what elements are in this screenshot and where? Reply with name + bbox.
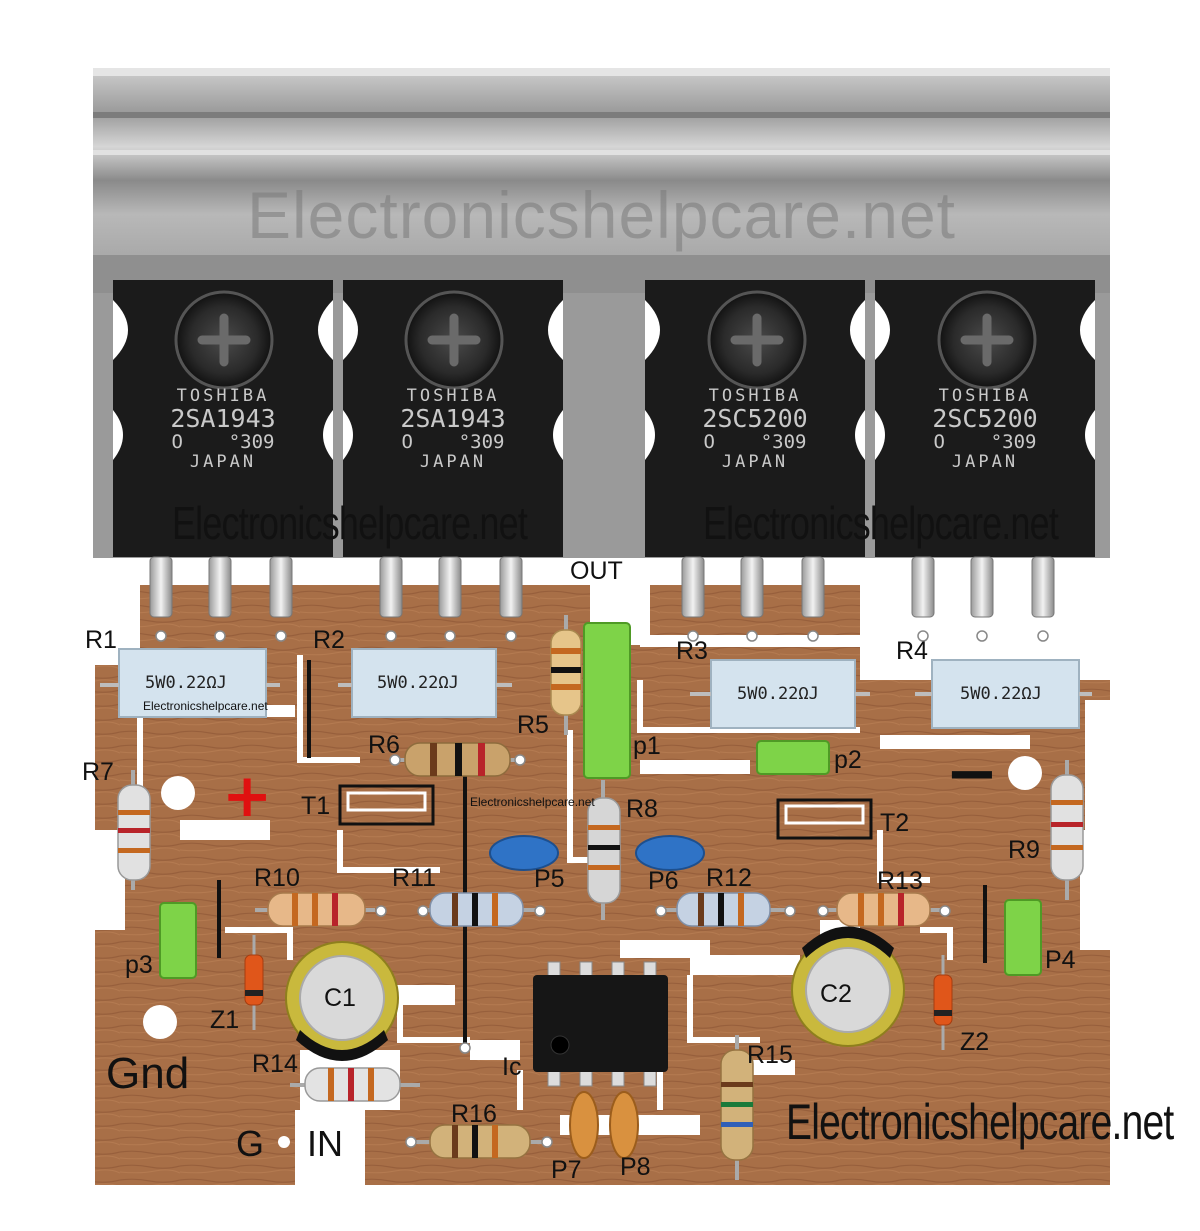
- plus-symbol: +: [222, 761, 273, 831]
- r4-marking: 5W0.22ΩJ: [960, 684, 1042, 704]
- label-r2: R2: [313, 626, 345, 654]
- label-gnd: Gnd: [106, 1049, 190, 1098]
- label-r14: R14: [252, 1050, 298, 1078]
- power-resistors: [100, 648, 1092, 729]
- label-r8: R8: [626, 795, 658, 823]
- label-p2: p2: [834, 746, 862, 774]
- label-p4: P4: [1045, 946, 1076, 974]
- label-r12: R12: [706, 864, 752, 892]
- label-z2: Z2: [960, 1028, 990, 1056]
- label-r4: R4: [896, 637, 928, 665]
- label-r1: R1: [85, 626, 117, 654]
- label-p3: p3: [125, 951, 153, 979]
- transistor-left-watermark: Electronicshelpcare.net: [172, 497, 528, 549]
- orange-capacitors: [569, 1091, 639, 1159]
- label-r7: R7: [82, 758, 114, 786]
- electrolytic-capacitors: [285, 926, 905, 1061]
- r1-marking: 5W0.22ΩJ: [145, 673, 227, 693]
- heatsink-watermark: Electronicshelpcare.net: [246, 178, 957, 252]
- label-r10: R10: [254, 864, 300, 892]
- r2-marking: 5W0.22ΩJ: [377, 673, 459, 693]
- transistor-q2-marking: TOSHIBA 2SA1943 O °309 JAPAN: [400, 386, 506, 472]
- label-r6: R6: [368, 731, 400, 759]
- label-in: IN: [307, 1123, 343, 1164]
- label-r3: R3: [676, 637, 708, 665]
- r3-marking: 5W0.22ΩJ: [737, 684, 819, 704]
- transistor-pins: [149, 556, 1055, 618]
- label-p5: P5: [534, 865, 565, 893]
- label-r5: R5: [517, 711, 549, 739]
- minus-symbol: −: [945, 737, 999, 811]
- zener-diodes: [244, 935, 953, 1050]
- center-watermark: Electronicshelpcare.net: [470, 795, 595, 809]
- mounting-holes: [143, 593, 1042, 1148]
- label-r15: R15: [747, 1041, 793, 1069]
- screws: [174, 290, 1037, 390]
- label-t1: T1: [301, 792, 331, 820]
- label-ic: Ic: [502, 1053, 522, 1081]
- transistor-right-watermark: Electronicshelpcare.net: [703, 497, 1059, 549]
- label-r13: R13: [877, 867, 923, 895]
- transistor-q3-marking: TOSHIBA 2SC5200 O °309 JAPAN: [702, 386, 808, 472]
- label-r16: R16: [451, 1100, 497, 1128]
- label-p6: P6: [648, 867, 679, 895]
- label-r11: R11: [392, 864, 437, 892]
- label-c1: C1: [324, 984, 356, 1012]
- label-g: G: [236, 1123, 265, 1164]
- label-p1: p1: [633, 732, 661, 760]
- green-components: [159, 622, 1042, 979]
- r1-watermark: Electronicshelpcare.net: [143, 699, 268, 713]
- label-p7: P7: [551, 1156, 582, 1184]
- label-z1: Z1: [210, 1006, 240, 1034]
- board-watermark: Electronicshelpcare.net: [786, 1094, 1174, 1150]
- blue-capacitors: [489, 835, 705, 871]
- label-r9: R9: [1008, 836, 1040, 864]
- transistor-q1-marking: TOSHIBA 2SA1943 O °309 JAPAN: [170, 386, 276, 472]
- label-p8: P8: [620, 1153, 651, 1181]
- axial-resistors: [117, 615, 1084, 1180]
- transistor-q4-marking: TOSHIBA 2SC5200 O °309 JAPAN: [932, 386, 1038, 472]
- ic-chip: [533, 961, 668, 1087]
- trimmer-outlines: [338, 784, 873, 840]
- label-out: OUT: [570, 557, 623, 585]
- label-c2: C2: [820, 980, 852, 1008]
- label-t2: T2: [880, 809, 910, 837]
